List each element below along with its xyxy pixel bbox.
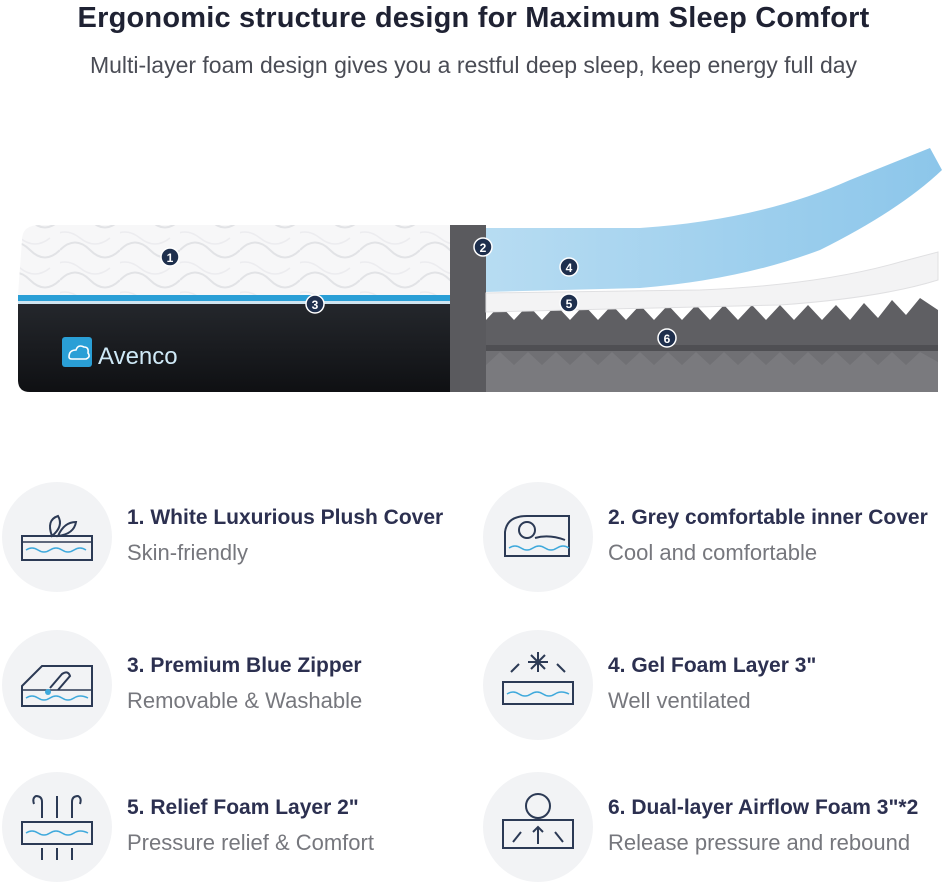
layer-marker-6: 6 bbox=[657, 328, 677, 348]
layer-marker-4: 4 bbox=[559, 257, 579, 277]
feature-subtitle: Cool and comfortable bbox=[608, 540, 818, 565]
feature-airflow-foam: 6. Dual-layer Airflow Foam 3"*2 Release … bbox=[483, 772, 943, 882]
airflow-icon bbox=[21, 794, 93, 860]
gel-foam-layer bbox=[486, 148, 942, 292]
feature-subtitle: Removable & Washable bbox=[127, 688, 363, 713]
page-subtitle: Multi-layer foam design gives you a rest… bbox=[89, 52, 858, 78]
pressure-rebound-icon bbox=[502, 793, 574, 849]
layer-marker-3: 3 bbox=[305, 294, 325, 314]
feature-title: 1. White Luxurious Plush Cover bbox=[127, 506, 444, 529]
mattress-base bbox=[18, 304, 450, 392]
airflow-foam-layer bbox=[486, 298, 938, 392]
svg-text:5: 5 bbox=[566, 297, 573, 311]
feature-zipper: 3. Premium Blue Zipper Removable & Washa… bbox=[2, 630, 462, 740]
sleeping-person-icon bbox=[504, 515, 570, 557]
zipper-icon bbox=[21, 665, 93, 707]
svg-text:6: 6 bbox=[664, 332, 671, 346]
page-title: Ergonomic structure design for Maximum S… bbox=[77, 2, 870, 34]
svg-text:1: 1 bbox=[167, 251, 174, 265]
feature-subtitle: Skin-friendly bbox=[127, 540, 249, 565]
svg-text:4: 4 bbox=[566, 261, 573, 275]
svg-text:3: 3 bbox=[312, 298, 319, 312]
layer-marker-5: 5 bbox=[559, 293, 579, 313]
feature-subtitle: Release pressure and rebound bbox=[608, 830, 911, 855]
feature-inner-cover: 2. Grey comfortable inner Cover Cool and… bbox=[483, 482, 943, 592]
relief-foam-layer bbox=[485, 251, 939, 313]
feature-title: 3. Premium Blue Zipper bbox=[127, 654, 362, 677]
feature-subtitle: Pressure relief & Comfort bbox=[127, 830, 374, 855]
brand-name: Avenco bbox=[98, 343, 178, 370]
leaf-cover-icon bbox=[21, 514, 93, 561]
feature-subtitle: Well ventilated bbox=[608, 688, 751, 713]
cooling-snowflake-icon bbox=[502, 652, 574, 705]
feature-title: 6. Dual-layer Airflow Foam 3"*2 bbox=[608, 796, 919, 819]
svg-text:2: 2 bbox=[480, 241, 487, 255]
feature-relief-foam: 5. Relief Foam Layer 2" Pressure relief … bbox=[2, 772, 462, 882]
zipper-strip bbox=[18, 295, 450, 301]
feature-plush-cover: 1. White Luxurious Plush Cover Skin-frie… bbox=[2, 482, 462, 592]
mattress-illustration: Avenco 1 2 3 4 5 6 bbox=[18, 148, 942, 392]
feature-title: 4. Gel Foam Layer 3" bbox=[608, 654, 817, 677]
feature-gel-foam: 4. Gel Foam Layer 3" Well ventilated bbox=[483, 630, 943, 740]
feature-title: 2. Grey comfortable inner Cover bbox=[608, 506, 928, 529]
brand-logo bbox=[62, 337, 92, 367]
feature-title: 5. Relief Foam Layer 2" bbox=[127, 796, 359, 819]
layer-marker-2: 2 bbox=[473, 237, 493, 257]
plush-cover-layer bbox=[18, 225, 450, 295]
layer-marker-1: 1 bbox=[160, 247, 180, 267]
